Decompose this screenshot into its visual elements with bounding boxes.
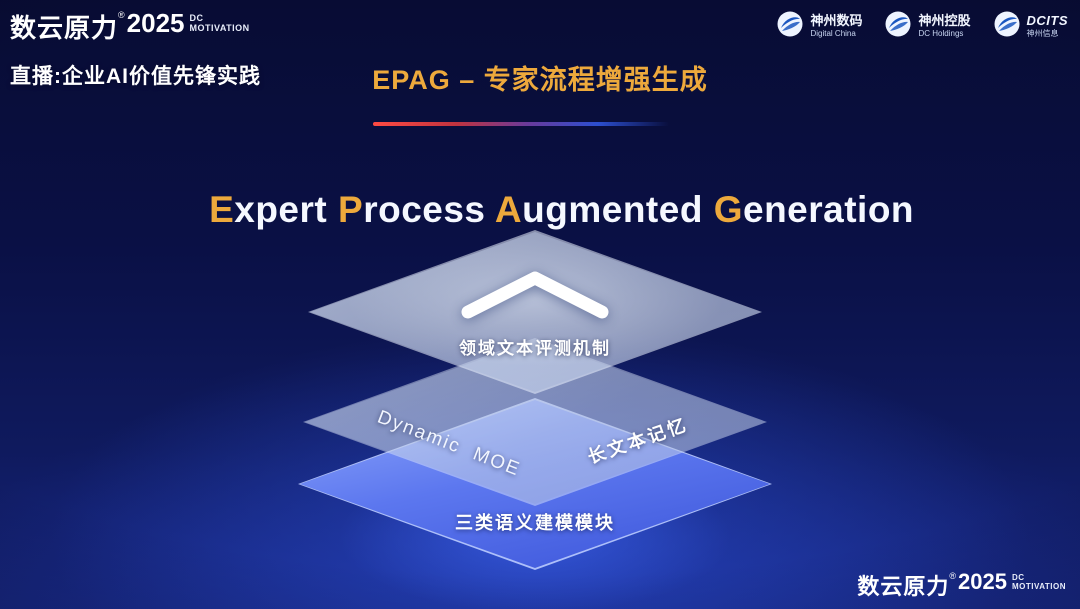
subtitle-text: xpert (234, 189, 339, 230)
brand-name: 数云原力 (10, 13, 119, 43)
subtitle-text: eneration (743, 189, 915, 230)
subtitle-initial: E (209, 189, 235, 230)
chevron-up-icon (461, 271, 609, 319)
partner-logos: 神州数码 Digital China 神州控股 DC Holdings (776, 10, 1068, 43)
brand-sub-line1: DC (1011, 573, 1025, 582)
subtitle-initial: G (713, 189, 743, 230)
swoosh-icon (884, 10, 912, 43)
partner-subname: 神州信息 (1026, 29, 1059, 39)
partner-name: DCITS (1026, 13, 1068, 29)
partner-text: 神州控股 DC Holdings (918, 13, 971, 39)
partner-text: DCITS 神州信息 (1026, 13, 1069, 39)
partner-subname: DC Holdings (918, 29, 964, 39)
swoosh-icon (993, 10, 1021, 43)
subtitle-initial: A (494, 189, 523, 230)
subtitle-text: rocess (363, 189, 495, 230)
layer-bottom-label: 三类语义建模模块 (455, 513, 615, 533)
brand-logo-bottom-right: 数云原力 ® 2025 DC MOTIVATION (857, 569, 1066, 601)
brand-sub-line2: MOTIVATION (189, 23, 250, 34)
partner-logo-dcits: DCITS 神州信息 (993, 10, 1069, 43)
partner-name: 神州数码 (810, 13, 863, 29)
subtitle-text: ugmented (522, 189, 714, 230)
partner-name: 神州控股 (918, 13, 971, 29)
registered-mark: ® (118, 10, 125, 20)
brand-subtitle: DC MOTIVATION (190, 13, 250, 34)
swoosh-icon (776, 10, 804, 43)
brand-logo-top-left: 数云原力 ® 2025 DC MOTIVATION (10, 8, 250, 45)
brand-subtitle: DC MOTIVATION (1012, 573, 1066, 591)
brand-name: 数云原力 (857, 574, 950, 599)
partner-subname: Digital China (810, 29, 856, 39)
brand-sub-line2: MOTIVATION (1011, 582, 1066, 592)
registered-mark: ® (949, 571, 957, 581)
layer-top-label: 领域文本评测机制 (459, 339, 611, 358)
page-title: EPAG – 专家流程增强生成 (372, 65, 708, 95)
brand-year: 2025 (958, 569, 1007, 594)
gradient-divider (373, 122, 669, 126)
live-stream-title: 直播:企业AI价值先锋实践 (10, 65, 261, 88)
brand-sub-line1: DC (189, 13, 204, 23)
subtitle-initial: P (338, 189, 364, 230)
partner-text: 神州数码 Digital China (810, 13, 863, 39)
subtitle-expert-process-augmented-generation: Expert Process Augmented Generation (0, 147, 1080, 273)
partner-logo-dc-holdings: 神州控股 DC Holdings (884, 10, 971, 43)
partner-logo-digital-china: 神州数码 Digital China (776, 10, 862, 43)
brand-year: 2025 (126, 8, 185, 38)
